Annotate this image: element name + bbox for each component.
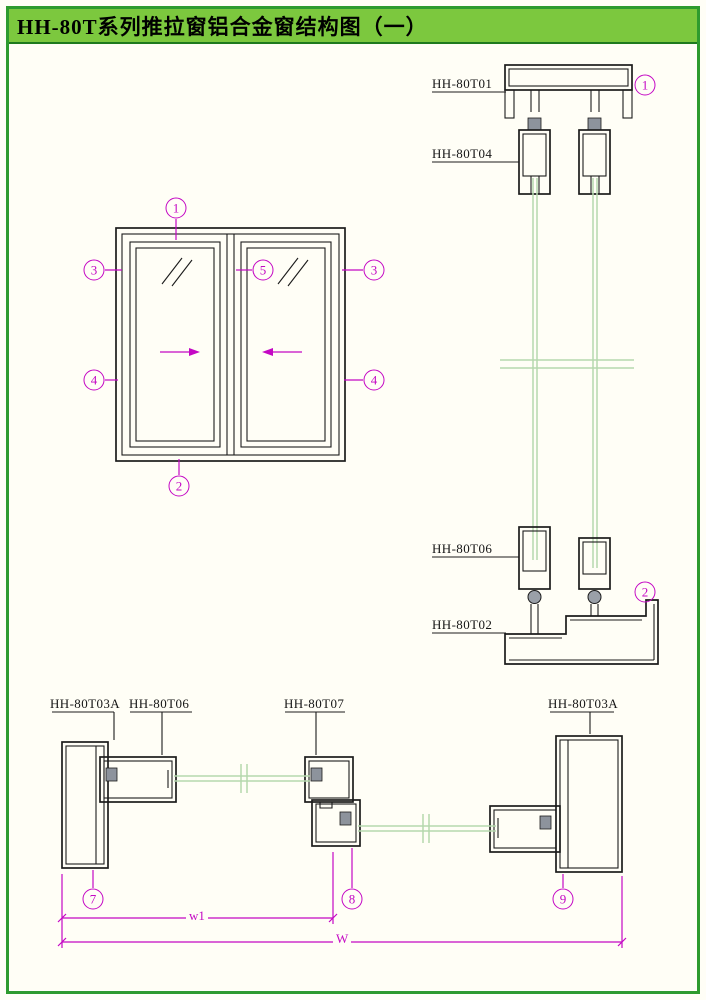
slide-direction-arrow-right-panel	[262, 348, 302, 356]
callout-number: 2	[175, 478, 183, 494]
callout-number: 1	[172, 200, 180, 216]
dim-label-W: W	[333, 931, 352, 947]
callout-number: 4	[90, 372, 98, 388]
glass-panes-horizontal	[174, 764, 496, 843]
part-label-top-sash: HH-80T04	[432, 146, 493, 161]
anti-lift-block-right	[587, 117, 602, 131]
sash-bottom-profile-left	[518, 526, 551, 604]
left-jamb-profile	[61, 741, 109, 869]
callout-number: 2	[641, 584, 649, 600]
interlock-profile	[304, 756, 361, 847]
sash-top-profile-right	[578, 129, 611, 195]
dim-label-w1: w1	[186, 908, 208, 924]
left-sash-stile-profile	[99, 756, 177, 803]
callout-number: 1	[641, 77, 649, 93]
callout-number: 8	[348, 891, 356, 907]
glass-panes-vertical	[500, 178, 634, 568]
horizontal-section-detail	[52, 711, 627, 948]
part-label-leaders	[432, 91, 519, 634]
part-label-left-sash: HH-80T06	[129, 696, 190, 711]
sash-bottom-profile-right	[578, 537, 611, 604]
callout-detail-top-section: 1	[634, 74, 656, 96]
right-jamb-profile	[555, 735, 623, 873]
roller-wheel-right	[587, 590, 602, 604]
roller-wheel-left	[527, 590, 542, 604]
callout-number: 4	[370, 372, 378, 388]
part-label-interlock: HH-80T07	[284, 696, 345, 711]
callout-elevation-bottom-frame: 2	[168, 475, 190, 497]
top-frame-profile	[504, 64, 633, 119]
bottom-label-leaders	[52, 711, 614, 755]
callout-detail-bottom-section: 2	[634, 581, 656, 603]
part-label-left-jamb: HH-80T03A	[50, 696, 121, 711]
sash-top-profile-left	[518, 129, 551, 195]
part-label-bottom-sash: HH-80T06	[432, 541, 493, 556]
part-label-top-frame: HH-80T01	[432, 76, 493, 91]
bottom-frame-profile	[504, 599, 659, 665]
callout-elevation-jamb-right: 3	[363, 259, 385, 281]
callout-number: 5	[259, 262, 267, 278]
title-bar: HH-80T系列推拉窗铝合金窗结构图（一）	[9, 9, 697, 44]
vertical-section-bottom-detail	[504, 526, 659, 665]
slide-direction-arrow-left-panel	[160, 348, 200, 356]
part-label-bottom-frame: HH-80T02	[432, 617, 493, 632]
callout-number: 3	[90, 262, 98, 278]
anti-lift-block-left	[527, 117, 542, 131]
callout-detail-left-jamb: 7	[82, 888, 104, 910]
callout-number: 3	[370, 262, 378, 278]
elevation-drawing	[105, 219, 363, 475]
callout-elevation-jamb-left: 3	[83, 259, 105, 281]
part-label-right-jamb: HH-80T03A	[548, 696, 619, 711]
callout-elevation-meeting-stile: 5	[252, 259, 274, 281]
callout-number: 7	[89, 891, 97, 907]
right-sash-stile-profile	[489, 805, 561, 853]
bottom-callout-leaders	[92, 848, 564, 888]
callout-elevation-top-frame: 1	[165, 197, 187, 219]
callout-elevation-sash-right: 4	[363, 369, 385, 391]
vertical-section-top-detail	[504, 64, 633, 195]
callout-detail-interlock: 8	[341, 888, 363, 910]
callout-number: 9	[559, 891, 567, 907]
callout-elevation-sash-left: 4	[83, 369, 105, 391]
glass-hatch-marks	[161, 257, 309, 287]
drawing-title: HH-80T系列推拉窗铝合金窗结构图（一）	[17, 14, 428, 39]
callout-detail-right-jamb: 9	[552, 888, 574, 910]
elevation-callout-leaders	[105, 219, 363, 475]
